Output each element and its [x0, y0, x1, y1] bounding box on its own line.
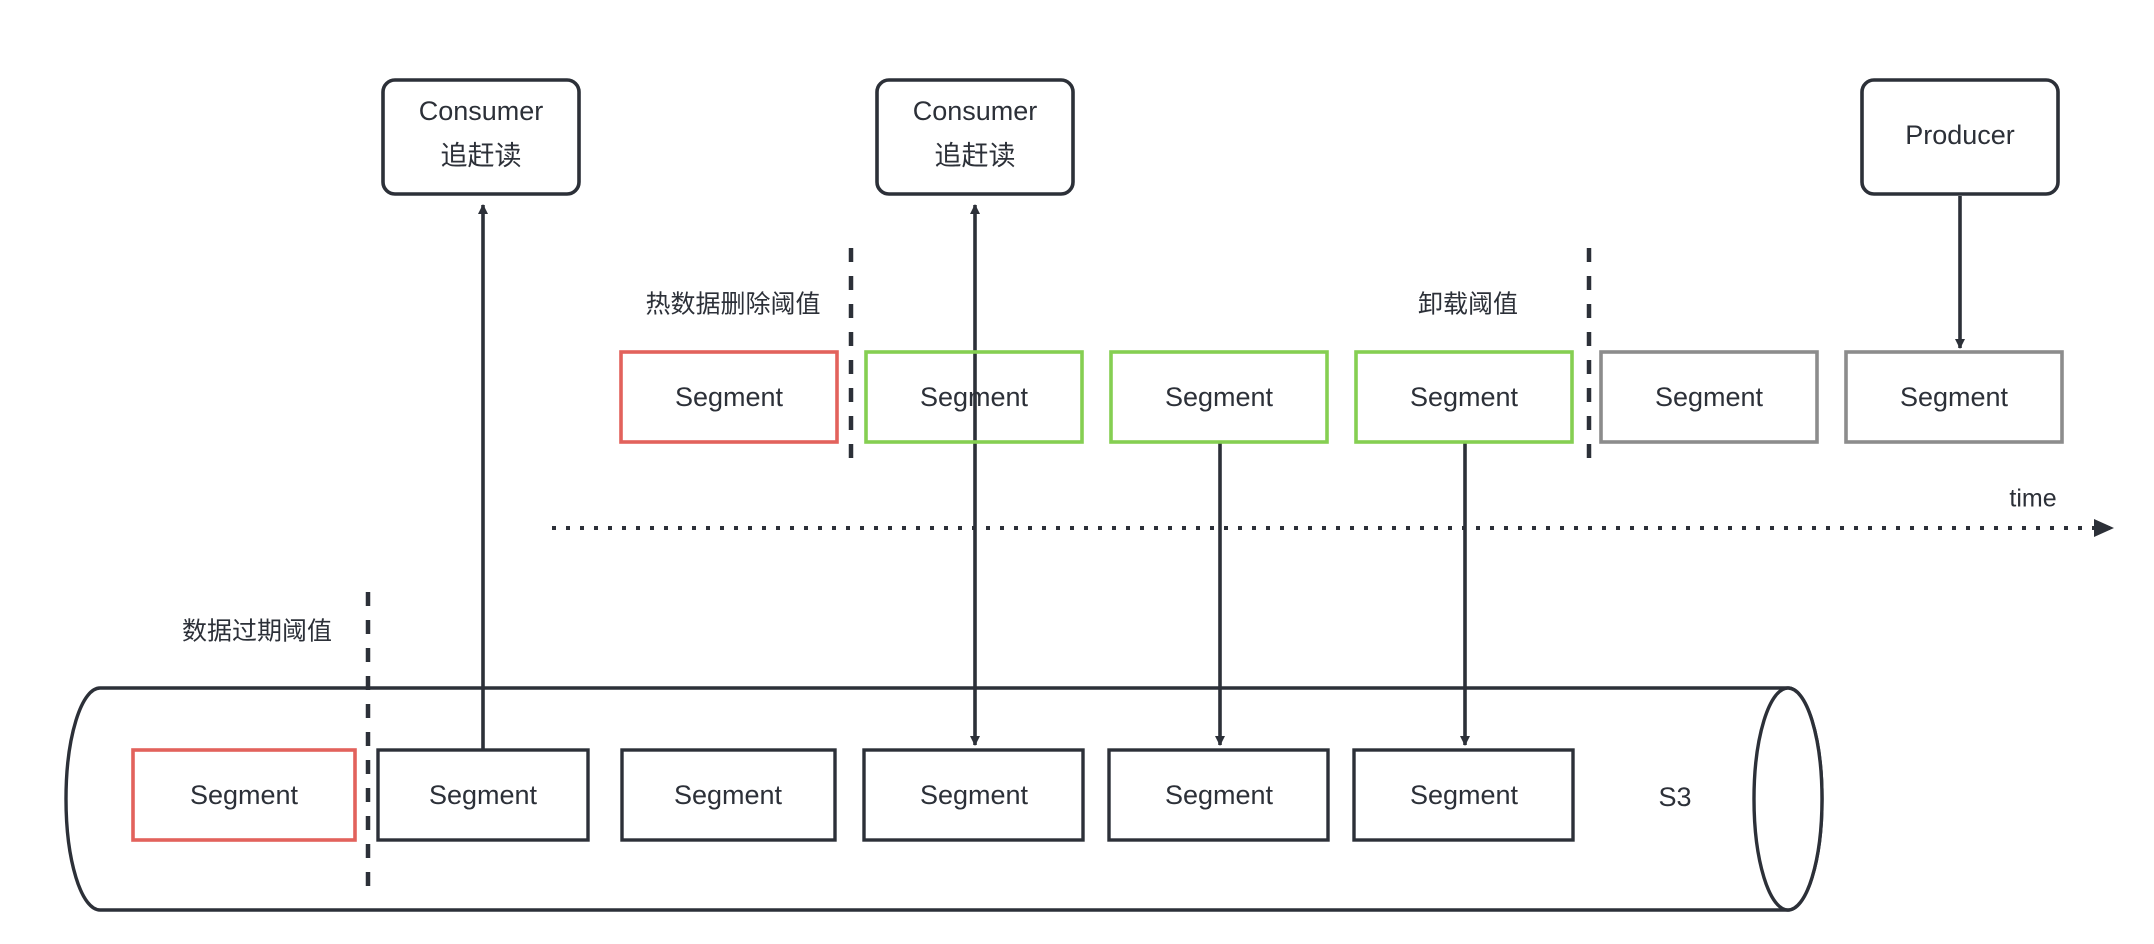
segment-label: Segment	[920, 382, 1029, 412]
segment-label: Segment	[674, 780, 783, 810]
cylinder-right-cap	[1752, 686, 1824, 912]
segment-box[interactable]	[1109, 350, 1329, 444]
segment-label: Segment	[1165, 382, 1274, 412]
hot-segments-row: Segment Segment Segment Segment Segment …	[619, 350, 2064, 444]
consumer-subtitle: 追赶读	[441, 141, 522, 171]
segment-box[interactable]	[1352, 748, 1575, 842]
consumer-node-1[interactable]: Consumer 追赶读	[381, 78, 581, 196]
segment-box[interactable]	[862, 748, 1085, 842]
segment-label: Segment	[920, 780, 1029, 810]
consumer-title: Consumer	[419, 96, 544, 126]
consumer-node-2[interactable]: Consumer 追赶读	[875, 78, 1075, 196]
hot-segment-2[interactable]: Segment	[1109, 350, 1329, 444]
threshold-offload: 卸载阈值	[1418, 248, 1592, 461]
s3-segment-5[interactable]: Segment	[1352, 748, 1575, 842]
s3-segment-4[interactable]: Segment	[1107, 748, 1330, 842]
producer-node[interactable]: Producer	[1860, 78, 2060, 196]
s3-segments-row: Segment Segment Segment Segment Segment …	[131, 748, 1692, 842]
consumer-box[interactable]	[381, 78, 581, 196]
consumer-box[interactable]	[875, 78, 1075, 196]
segment-box[interactable]	[1107, 748, 1330, 842]
segment-box[interactable]	[620, 748, 837, 842]
s3-segment-1[interactable]: Segment	[376, 748, 590, 842]
threshold-data-expire: 数据过期阈值	[182, 592, 371, 888]
segment-label: Segment	[190, 780, 299, 810]
segment-label: Segment	[675, 382, 784, 412]
segment-label: Segment	[1900, 382, 2009, 412]
segment-box[interactable]	[1354, 350, 1574, 444]
segment-label: Segment	[1410, 780, 1519, 810]
data-expire-threshold-label: 数据过期阈值	[182, 618, 332, 646]
hot-segment-4[interactable]: Segment	[1599, 350, 1819, 444]
segment-box[interactable]	[1844, 350, 2064, 444]
producer-title: Producer	[1905, 120, 2015, 150]
segment-box[interactable]	[131, 748, 357, 842]
time-axis: time	[552, 485, 2114, 537]
time-axis-label: time	[2009, 485, 2056, 513]
segment-box[interactable]	[864, 350, 1084, 444]
hot-segment-5[interactable]: Segment	[1844, 350, 2064, 444]
s3-store-label: S3	[1658, 782, 1691, 812]
threshold-hot-delete: 热数据删除阈值	[645, 248, 854, 461]
s3-segment-3[interactable]: Segment	[862, 748, 1085, 842]
consumer-title: Consumer	[913, 96, 1038, 126]
hot-segment-0[interactable]: Segment	[619, 350, 839, 444]
segment-box[interactable]	[619, 350, 839, 444]
hot-delete-threshold-label: 热数据删除阈值	[645, 291, 820, 319]
offload-threshold-label: 卸载阈值	[1418, 291, 1518, 319]
hot-segment-1[interactable]: Segment	[864, 350, 1084, 444]
producer-box[interactable]	[1860, 78, 2060, 196]
segment-box[interactable]	[376, 748, 590, 842]
segment-label: Segment	[1410, 382, 1519, 412]
hot-segment-3[interactable]: Segment	[1354, 350, 1574, 444]
segment-label: Segment	[1655, 382, 1764, 412]
segment-label: Segment	[429, 780, 538, 810]
s3-segment-0[interactable]: Segment	[131, 748, 357, 842]
segment-label: Segment	[1165, 780, 1274, 810]
s3-segment-2[interactable]: Segment	[620, 748, 837, 842]
consumer-subtitle: 追赶读	[935, 141, 1016, 171]
segment-box[interactable]	[1599, 350, 1819, 444]
